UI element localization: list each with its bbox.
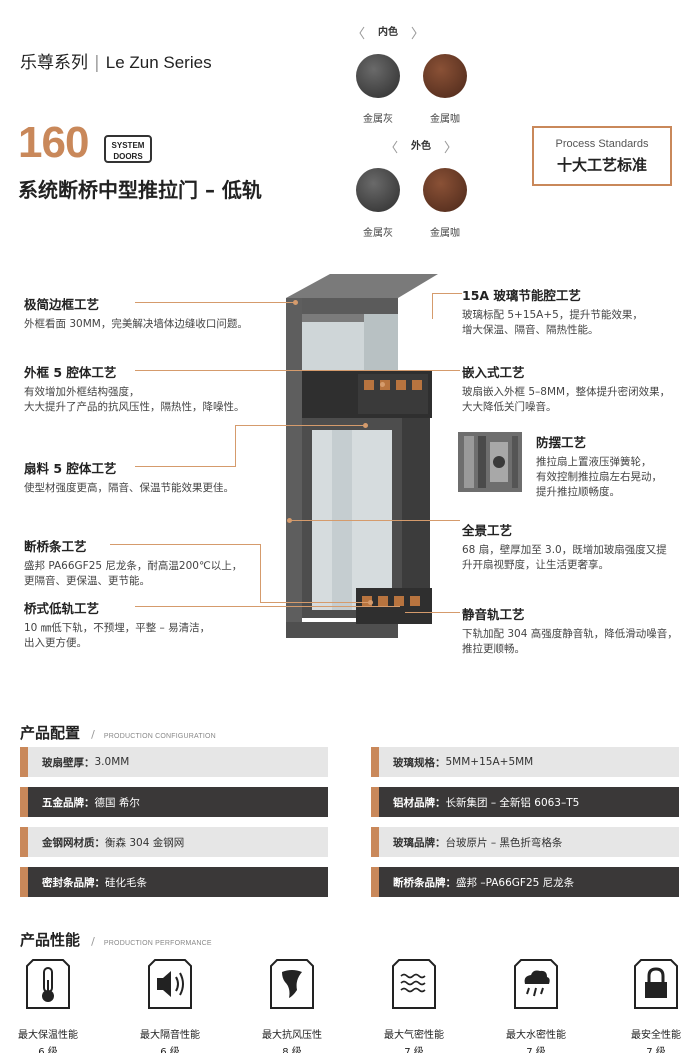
performance-heading: 产品性能 / PRODUCTION PERFORMANCE	[20, 931, 212, 949]
feature-outer-frame-5-cavity: 外框 5 腔体工艺 有效增加外框结构强度， 大大提升了产品的抗风压性，隔热性，降…	[24, 365, 245, 413]
thermometer-icon	[26, 959, 70, 1009]
config-row: 断桥条品牌：盛邦 –PA66GF25 尼龙条	[371, 867, 679, 897]
leader-line	[135, 370, 425, 371]
lock-icon	[634, 959, 678, 1009]
config-row: 铝材品牌：长新集团 – 全新铝 6063–T5	[371, 787, 679, 817]
feature-sash-5-cavity: 扇料 5 腔体工艺 使型材强度更高，隔音、保温节能效果更佳。	[24, 461, 234, 494]
leader-line	[135, 302, 295, 303]
door-section-illustration	[286, 274, 438, 638]
leader-line	[110, 544, 260, 545]
series-en: Le Zun Series	[105, 53, 212, 72]
config-row: 密封条品牌：硅化毛条	[20, 867, 328, 897]
config-row: 金钢网材质：衡森 304 金钢网	[20, 827, 328, 857]
leader-dot	[380, 382, 385, 387]
feature-thermal-break-strip: 断桥条工艺 盛邦 PA66GF25 尼龙条，耐高温200℃以上， 更隔音、更保温…	[24, 539, 243, 587]
leader-line	[405, 612, 460, 613]
wind-icon	[270, 959, 314, 1009]
leader-line	[432, 293, 462, 294]
config-row: 玻扇壁厚：3.0MM	[20, 747, 328, 777]
outer-brown-swatch	[423, 168, 467, 212]
outer-gray-swatch	[356, 168, 400, 212]
leader-dot	[368, 600, 373, 605]
perf-airtight: 最大气密性能 7 级	[364, 958, 464, 1053]
leader-line	[432, 293, 433, 319]
inner-gray-swatch	[356, 54, 400, 98]
inner-brown-swatch	[423, 54, 467, 98]
feature-bridge-low-rail: 桥式低轨工艺 10 ㎜低下轨，不预埋，平整 – 易清洁， 出入更方便。	[24, 601, 211, 649]
perf-sound: 最大隔音性能 6 级	[120, 958, 220, 1053]
inner-brown-name: 金属咖	[430, 114, 460, 125]
perf-security: 最安全性能 7 级	[606, 958, 700, 1053]
leader-line	[135, 606, 400, 607]
speaker-icon	[148, 959, 192, 1009]
product-title: 系统断桥中型推拉门 – 低轨	[18, 178, 262, 202]
leader-line	[260, 602, 370, 603]
series-name: 乐尊系列|Le Zun Series	[20, 53, 212, 73]
config-row: 玻璃品牌：台玻原片 – 黑色折弯格条	[371, 827, 679, 857]
config-heading: 产品配置 / PRODUCTION CONFIGURATION	[20, 724, 216, 742]
system-doors-badge: SYSTEM DOORS	[104, 135, 152, 163]
feature-anti-sway: 防摆工艺 推拉扇上置液压弹簧轮， 有效控制推拉扇左右晃动， 提升推拉顺畅度。	[536, 435, 662, 498]
leader-line	[290, 520, 460, 521]
leader-line	[235, 425, 236, 467]
rain-cloud-icon	[514, 959, 558, 1009]
outer-brown-name: 金属咖	[430, 228, 460, 239]
model-number: 160	[18, 118, 89, 167]
series-cn: 乐尊系列	[20, 53, 88, 73]
feature-panoramic: 全景工艺 68 扇，壁厚加至 3.0，既增加玻扇强度又提 升开扇视野度，让生活更…	[462, 523, 667, 571]
leader-line	[235, 425, 365, 426]
leader-dot	[363, 423, 368, 428]
config-row: 玻璃规格：5MM+15A+5MM	[371, 747, 679, 777]
outer-gray-name: 金属灰	[363, 228, 393, 239]
perf-thermal: 最大保温性能 6 级	[0, 958, 98, 1053]
perf-watertight: 最大水密性能 7 级	[486, 958, 586, 1053]
feature-embedded: 嵌入式工艺 玻扇嵌入外框 5–8MM，整体提升密闭效果， 大大降低关门噪音。	[462, 365, 671, 413]
config-row: 五金品牌：德国 希尔	[20, 787, 328, 817]
leader-dot	[287, 518, 292, 523]
feature-15a-glass-cavity: 15A 玻璃节能腔工艺 玻璃标配 5+15A+5，提升节能效果， 增大保温、隔音…	[462, 288, 643, 336]
leader-line	[260, 544, 261, 602]
anti-sway-wheel-photo	[458, 432, 522, 492]
process-standards-box: Process Standards 十大工艺标准	[532, 126, 672, 186]
leader-line	[135, 466, 235, 467]
outer-color-label: 外色	[391, 138, 451, 156]
inner-gray-name: 金属灰	[363, 114, 393, 125]
air-waves-icon	[392, 959, 436, 1009]
perf-wind: 最大抗风压性 8 级	[242, 958, 342, 1053]
leader-dot	[293, 300, 298, 305]
leader-line	[405, 370, 460, 371]
feature-silent-rail: 静音轨工艺 下轨加配 304 高强度静音轨，降低滑动噪音， 推拉更顺畅。	[462, 607, 678, 655]
inner-color-label: 内色	[358, 24, 418, 42]
feature-minimal-frame: 极简边框工艺 外框看面 30MM，完美解决墙体边缝收口问题。	[24, 297, 248, 330]
